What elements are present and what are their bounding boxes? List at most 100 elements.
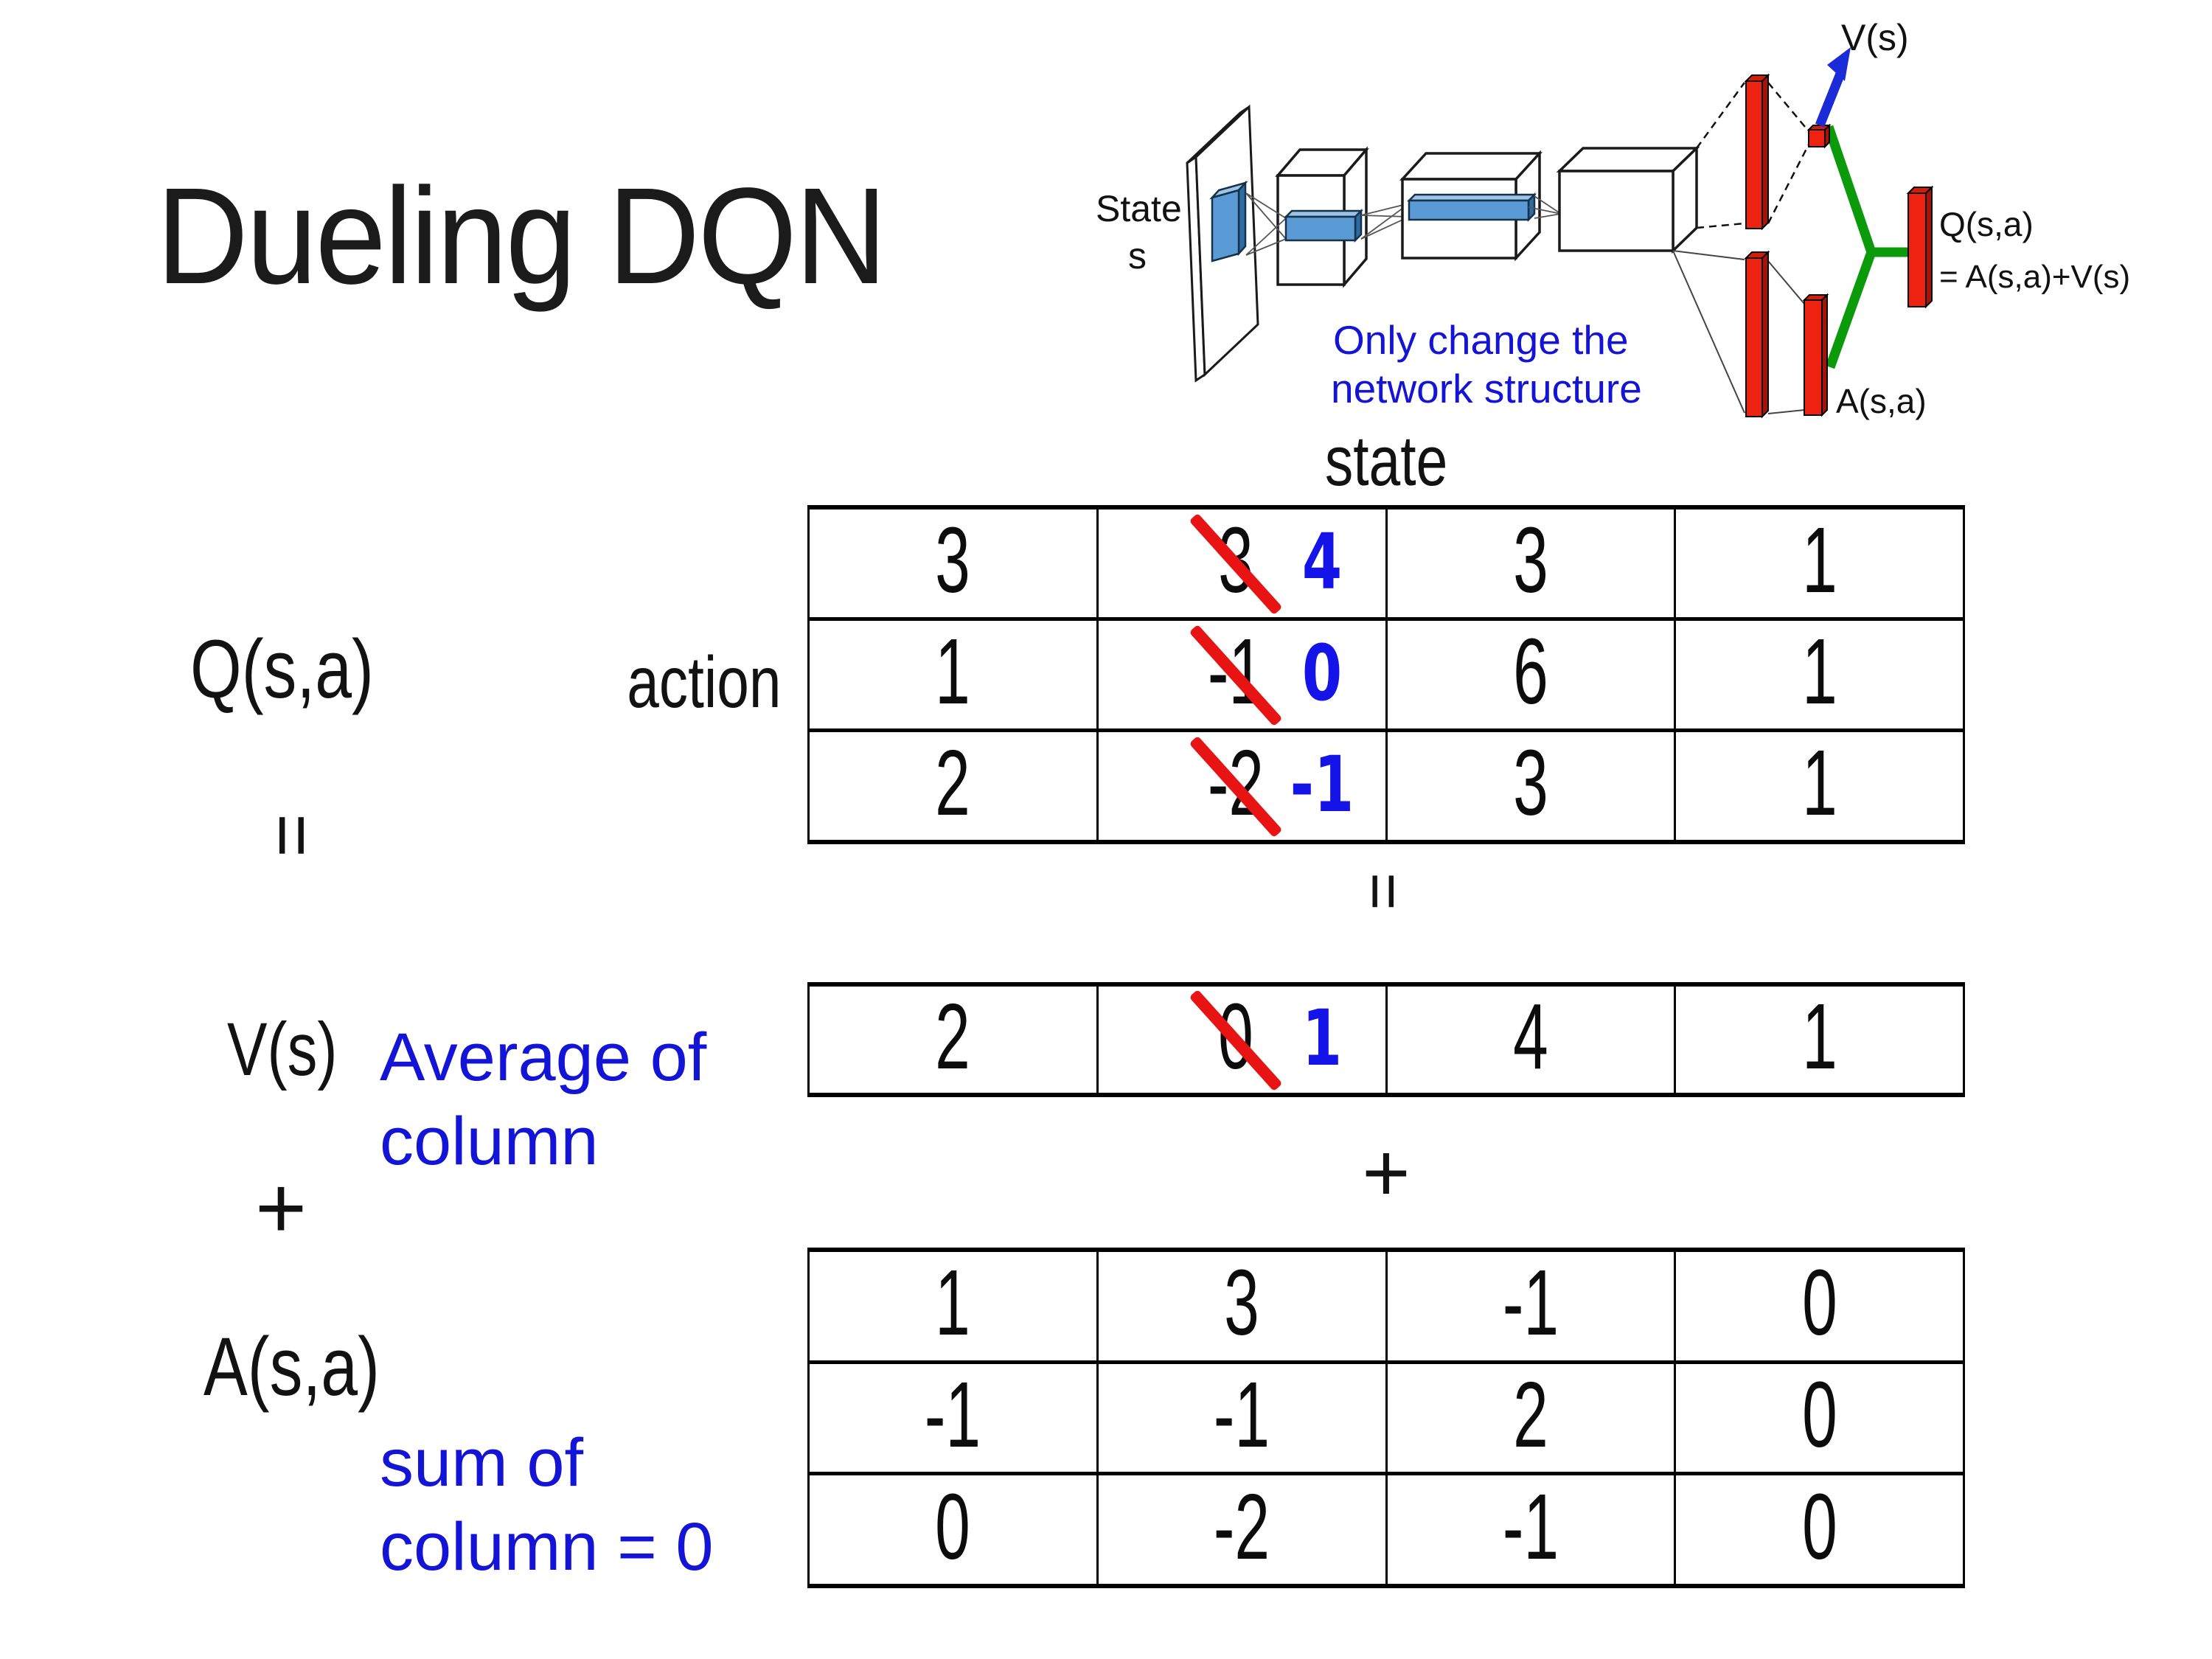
table-cell: 01 <box>1096 987 1385 1093</box>
value-function-label: V(s) <box>227 1007 338 1091</box>
table-cell: -1 <box>1096 1363 1385 1472</box>
diagram-asa-label: A(s,a) <box>1836 382 1927 420</box>
table-row: 1 3 -1 0 <box>810 1252 1963 1360</box>
table-cell: 1 <box>810 1252 1096 1360</box>
fc-bar-lower <box>1744 250 1770 419</box>
new-value: -1 <box>1290 739 1354 830</box>
diagram-note-line1: Only change the <box>1333 317 1629 363</box>
table-cell: 4 <box>1385 987 1674 1093</box>
new-value: 4 <box>1301 516 1343 607</box>
cell-value: 4 <box>1513 984 1548 1089</box>
plus-sign-left: + <box>255 1158 307 1257</box>
average-note-line2: column <box>380 1104 599 1179</box>
conv-box-3 <box>1556 145 1700 254</box>
table-cell: -1 <box>810 1364 1096 1472</box>
diagram-state-label: State <box>1096 188 1182 229</box>
page-title: Dueling DQN <box>156 160 887 313</box>
fan-lines-2 <box>1360 203 1410 240</box>
table-cell: 3 <box>1385 732 1674 840</box>
cell-value: -1 <box>1502 1474 1559 1579</box>
table-cell: 1 <box>1674 987 1963 1093</box>
vs-arrow <box>1815 47 1851 128</box>
table-cell: 0 <box>1674 1474 1963 1585</box>
table-row: 0 -2 -1 0 <box>810 1472 1963 1585</box>
sum-note-line1: sum of <box>380 1425 584 1500</box>
table-cell: 3 <box>1096 1252 1385 1360</box>
new-value: 0 <box>1301 627 1343 718</box>
advantage-function-label: A(s,a) <box>204 1321 380 1413</box>
cell-value: 1 <box>1801 731 1837 835</box>
table-cell: -2 <box>1096 1474 1385 1585</box>
cell-value: 6 <box>1513 619 1548 724</box>
cell-value: -1 <box>1502 1251 1559 1355</box>
cell-value: 0 <box>1801 1363 1837 1467</box>
cell-value: -2 <box>1214 1474 1270 1579</box>
table-row: 2 -2-1 3 1 <box>810 728 1963 840</box>
diagram-qsa-label: Q(s,a) <box>1939 205 2034 243</box>
table-cell: 1 <box>810 621 1096 728</box>
table-cell: 0 <box>810 1475 1096 1584</box>
table-cell: 0 <box>1674 1252 1963 1360</box>
table-row: 2 01 4 1 <box>810 987 1963 1093</box>
table-row: 33431 <box>810 509 1963 617</box>
fan-lines-1 <box>1245 192 1287 256</box>
table-cell: -1 <box>1385 1474 1674 1585</box>
cell-value: 3 <box>935 508 971 613</box>
table-row: -1 -1 2 0 <box>810 1360 1963 1472</box>
table-cell: 2 <box>810 987 1096 1093</box>
table-cell: -2-1 <box>1096 732 1385 840</box>
new-value: 1 <box>1301 992 1343 1083</box>
cell-value: 3 <box>1513 508 1548 613</box>
sum-note-line2: column = 0 <box>380 1509 714 1585</box>
dueling-network-diagram: V(s) State s Only change the network str… <box>1096 17 2130 420</box>
cell-value: 0 <box>935 1474 971 1579</box>
q-output-bar-red <box>1906 185 1934 309</box>
table-cell: 0 <box>1674 1363 1963 1472</box>
conv-filter-blue-slab <box>1209 180 1248 262</box>
table-cell: 6 <box>1385 621 1674 728</box>
equals-sign-mid: = <box>1347 872 1421 911</box>
diagram-vs-label: V(s) <box>1841 17 1909 58</box>
state-header: state <box>1324 422 1448 501</box>
cell-value: 3 <box>1224 1251 1259 1355</box>
table-cell: 1 <box>1674 732 1963 840</box>
v-table: 2 01 4 1 <box>807 982 1965 1097</box>
cell-value: 2 <box>935 731 971 835</box>
cell-value: -1 <box>925 1363 981 1467</box>
plus-sign-mid: + <box>1362 1127 1411 1219</box>
table-cell: 1 <box>1674 509 1963 617</box>
fc-bar-upper <box>1744 73 1770 231</box>
table-cell: -1 <box>1385 1252 1674 1360</box>
q-function-label: Q(s,a) <box>190 623 374 715</box>
table-cell: 3 <box>1385 509 1674 617</box>
cell-value: 2 <box>935 984 971 1089</box>
cell-value: 1 <box>1801 508 1837 613</box>
cell-value: 0 <box>1801 1474 1837 1579</box>
table-cell: 2 <box>1385 1363 1674 1472</box>
cell-value: 1 <box>935 1251 971 1355</box>
average-note-line1: Average of <box>380 1020 707 1095</box>
table-cell: 1 <box>1674 621 1963 728</box>
cell-value: 3 <box>1513 731 1548 835</box>
cell-value: 1 <box>1801 619 1837 724</box>
cell-value: 0 <box>1801 1251 1837 1355</box>
diagram-note-line2: network structure <box>1331 366 1642 411</box>
feature-slab-2 <box>1283 208 1364 243</box>
diagram-qsa-equation: = A(s,a)+V(s) <box>1939 259 2130 295</box>
cell-value: 2 <box>1513 1363 1548 1467</box>
fan-lines-3 <box>1528 195 1562 219</box>
action-label: action <box>627 641 782 723</box>
cell-value: 1 <box>935 619 971 724</box>
aggregation-green-lines <box>1823 125 1908 369</box>
diagram-state-s-label: s <box>1128 235 1147 276</box>
table-cell: 2 <box>810 732 1096 840</box>
table-cell: 3 <box>810 509 1096 617</box>
feature-slab-3 <box>1406 192 1537 223</box>
cell-value: -1 <box>1214 1363 1270 1467</box>
equals-sign-left: = <box>250 813 335 858</box>
advantage-bar-red <box>1802 293 1829 417</box>
cell-value: 1 <box>1801 984 1837 1089</box>
